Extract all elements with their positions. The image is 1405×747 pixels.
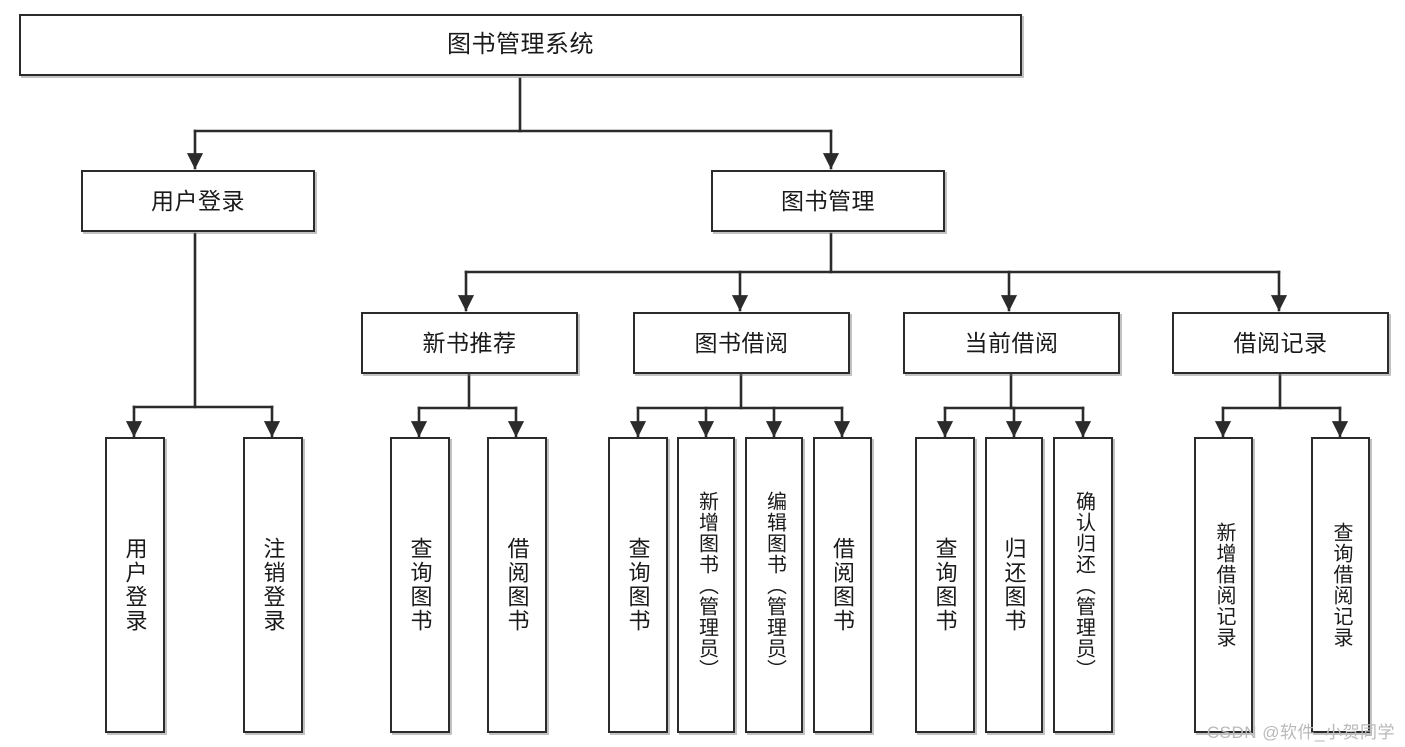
node-book-borrowing-label: 图书借阅	[694, 329, 789, 356]
node-leaf-add-book-admin[interactable]: 新增图书（管理员）	[677, 437, 735, 733]
node-leaf-user-login-label: 用户登录	[122, 537, 148, 633]
node-new-book-recommendation-label: 新书推荐	[422, 329, 517, 356]
node-leaf-query-book-2-label: 查询图书	[625, 537, 651, 633]
node-leaf-user-login[interactable]: 用户登录	[105, 437, 165, 733]
node-leaf-query-book-3-label: 查询图书	[932, 537, 958, 633]
node-user-login[interactable]: 用户登录	[81, 170, 315, 232]
node-current-borrowing[interactable]: 当前借阅	[903, 312, 1120, 374]
node-current-borrowing-label: 当前借阅	[964, 329, 1059, 356]
csdn-watermark: CSDN @软件_小贺同学	[1206, 723, 1395, 742]
node-leaf-add-book-admin-label: 新增图书（管理员）	[695, 490, 718, 680]
node-leaf-confirm-return-admin-label: 确认归还（管理员）	[1072, 490, 1095, 680]
node-borrowing-record[interactable]: 借阅记录	[1172, 312, 1389, 374]
node-leaf-query-book-3[interactable]: 查询图书	[915, 437, 975, 733]
node-leaf-query-book-1[interactable]: 查询图书	[390, 437, 450, 733]
node-leaf-borrow-book-1[interactable]: 借阅图书	[487, 437, 547, 733]
node-leaf-confirm-return-admin[interactable]: 确认归还（管理员）	[1053, 437, 1113, 733]
node-book-management-label: 图书管理	[781, 187, 875, 214]
node-leaf-return-book[interactable]: 归还图书	[985, 437, 1043, 733]
node-leaf-borrow-book-2-label: 借阅图书	[830, 537, 856, 633]
node-leaf-add-borrow-record[interactable]: 新增借阅记录	[1194, 437, 1253, 733]
node-book-borrowing[interactable]: 图书借阅	[633, 312, 850, 374]
node-leaf-return-book-label: 归还图书	[1001, 537, 1027, 633]
node-leaf-query-borrow-record-label: 查询借阅记录	[1330, 522, 1352, 648]
node-leaf-borrow-book-2[interactable]: 借阅图书	[813, 437, 872, 733]
node-leaf-logout-label: 注销登录	[260, 537, 286, 633]
node-root-label: 图书管理系统	[447, 31, 594, 59]
node-leaf-logout[interactable]: 注销登录	[243, 437, 303, 733]
node-borrowing-record-label: 借阅记录	[1233, 329, 1328, 356]
node-leaf-query-borrow-record[interactable]: 查询借阅记录	[1311, 437, 1370, 733]
node-leaf-query-book-2[interactable]: 查询图书	[608, 437, 668, 733]
node-leaf-add-borrow-record-label: 新增借阅记录	[1213, 522, 1235, 648]
node-user-login-label: 用户登录	[151, 187, 245, 214]
node-root[interactable]: 图书管理系统	[19, 14, 1022, 76]
node-book-management[interactable]: 图书管理	[711, 170, 945, 232]
node-leaf-query-book-1-label: 查询图书	[407, 537, 433, 633]
node-new-book-recommendation[interactable]: 新书推荐	[361, 312, 578, 374]
node-leaf-edit-book-admin[interactable]: 编辑图书（管理员）	[745, 437, 803, 733]
node-leaf-edit-book-admin-label: 编辑图书（管理员）	[763, 490, 786, 680]
node-leaf-borrow-book-1-label: 借阅图书	[504, 537, 530, 633]
